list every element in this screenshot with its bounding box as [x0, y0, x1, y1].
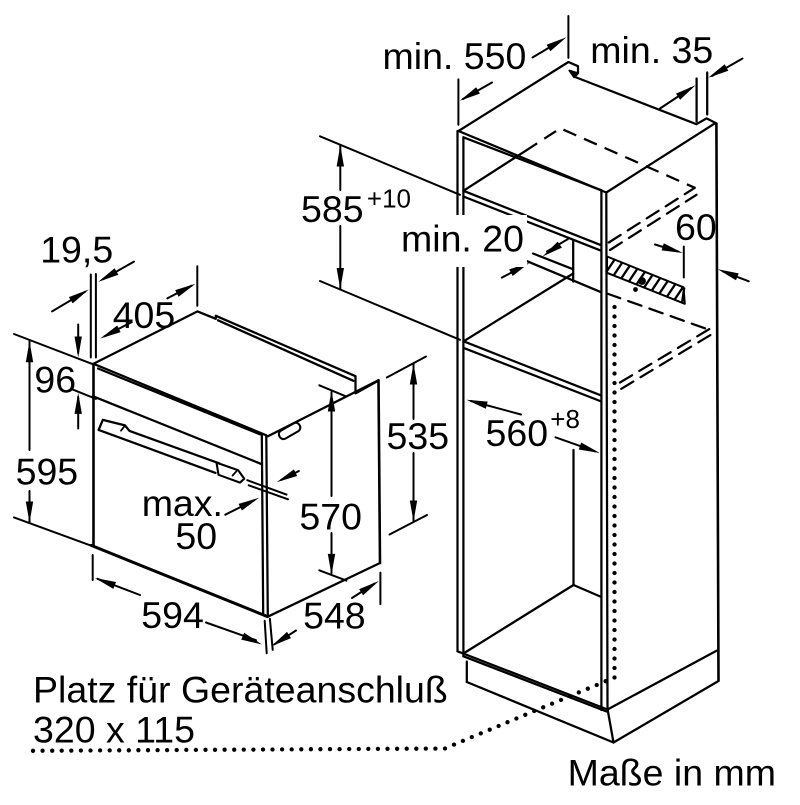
svg-text:60: 60	[675, 206, 717, 248]
svg-text:min. 20: min. 20	[401, 218, 524, 260]
svg-text:19,5: 19,5	[40, 229, 113, 271]
svg-text:585: 585	[301, 188, 364, 230]
svg-text:min. 35: min. 35	[590, 29, 713, 71]
svg-text:50: 50	[175, 515, 217, 557]
svg-text:405: 405	[113, 294, 176, 336]
svg-text:535: 535	[387, 415, 450, 457]
svg-text:min. 550: min. 550	[383, 35, 527, 77]
svg-text:594: 594	[141, 594, 204, 636]
svg-text:Platz für Geräteanschluß: Platz für Geräteanschluß	[33, 669, 448, 711]
svg-text:560: 560	[486, 412, 549, 454]
svg-text:570: 570	[299, 496, 362, 538]
svg-text:320 x 115: 320 x 115	[33, 709, 195, 751]
svg-text:max.: max.	[142, 482, 223, 524]
svg-text:Maße in mm: Maße in mm	[568, 752, 776, 794]
svg-text:+10: +10	[367, 184, 411, 214]
svg-text:96: 96	[34, 359, 76, 401]
svg-text:595: 595	[16, 451, 79, 493]
svg-text:548: 548	[303, 594, 366, 636]
svg-text:+8: +8	[550, 404, 580, 434]
